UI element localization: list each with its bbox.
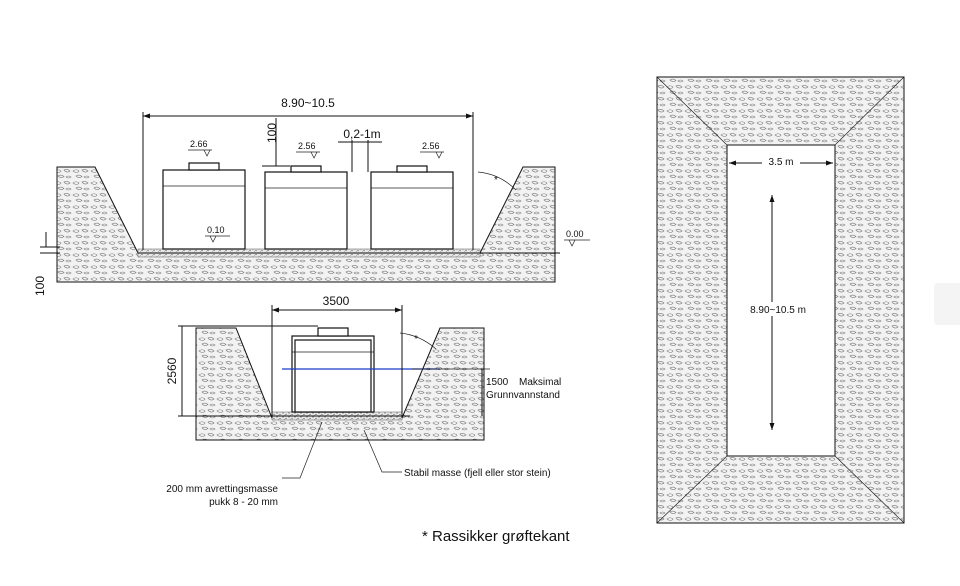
- plan-length-label: 8.90~10.5 m: [750, 305, 806, 316]
- tank-2: [264, 165, 348, 250]
- slope-marker-cross: *: [414, 334, 418, 345]
- tank-3: [370, 165, 454, 250]
- width-label: 3500: [323, 294, 350, 308]
- level-tank-1: 2.66: [190, 139, 208, 149]
- overall-length-label: 8.90~10.5: [281, 96, 335, 110]
- level-tank-3: 2.56: [422, 141, 440, 151]
- side-panel-handle[interactable]: [934, 283, 960, 325]
- bedding-thickness-label: 100: [33, 276, 47, 296]
- plan-view: 3.5 m 8.90~10.5 m: [656, 76, 905, 524]
- bedding-label-line2: pukk 8 - 20 mm: [209, 497, 278, 508]
- ground-level: 0.00: [566, 229, 584, 239]
- section-view: 8.90~10.5 100 0,2-1m 2.66 2.56 2.56 0.10…: [33, 96, 590, 296]
- tank-cross: [291, 327, 375, 413]
- foundation-label: Stabil masse (fjell eller stor stein): [404, 468, 551, 479]
- plan-pit: [726, 144, 836, 457]
- tank-1: [162, 162, 246, 250]
- plan-width-label: 3.5 m: [768, 157, 793, 168]
- groundwater-line1: Maksimal: [519, 377, 561, 388]
- slope-marker-section: *: [494, 175, 498, 186]
- level-tank-2: 2.56: [298, 141, 316, 151]
- footnote: * Rassikker grøftekant: [422, 528, 570, 545]
- top-spacing-label: 100: [265, 123, 279, 143]
- gap-label: 0,2-1m: [343, 127, 380, 141]
- groundwater-line2: Grunnvannstand: [486, 390, 560, 401]
- groundwater-value: 1500: [486, 377, 509, 388]
- cross-section: 1500 Maksimal Grunnvannstand 3500 2560 *…: [165, 294, 561, 508]
- soil-cross-section: [195, 327, 485, 441]
- bottom-level: 0.10: [207, 225, 225, 235]
- bedding-label-line1: 200 mm avrettingsmasse: [166, 484, 278, 495]
- height-label: 2560: [165, 357, 179, 384]
